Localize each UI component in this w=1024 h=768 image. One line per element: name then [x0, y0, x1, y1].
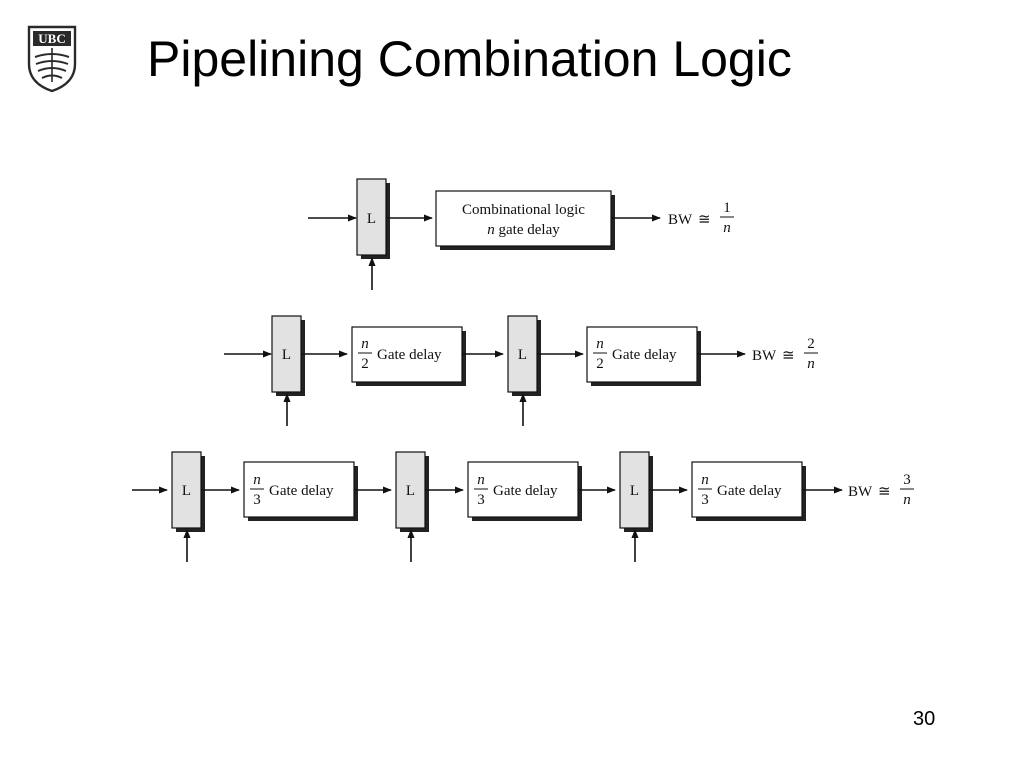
n-variable: n	[487, 222, 495, 238]
approx-symbol: ≅	[878, 484, 891, 500]
latch: L	[271, 315, 305, 396]
fraction-denominator: 2	[596, 356, 604, 372]
latch: L	[619, 451, 653, 532]
bw-numerator: 1	[723, 200, 731, 216]
pipeline-row-3: L n 3 Gate delay L n 3 Gate dela	[132, 451, 914, 562]
bw-denominator: n	[723, 220, 731, 236]
approx-symbol: ≅	[698, 212, 711, 228]
gate-delay-label: Gate delay	[717, 483, 782, 499]
fraction-numerator: n	[701, 472, 709, 488]
latch: L	[171, 451, 205, 532]
bw-numerator: 2	[807, 336, 815, 352]
latch-label: L	[182, 483, 191, 499]
gate-delay-block: n 2 Gate delay	[586, 326, 701, 386]
latch: L	[356, 178, 390, 259]
latch: L	[507, 315, 541, 396]
gate-delay-label: Gate delay	[612, 347, 677, 363]
fraction-denominator: 3	[701, 492, 709, 508]
logo-text: UBC	[38, 31, 65, 46]
fraction-numerator: n	[361, 336, 369, 352]
combinational-logic-block: Combinational logic n gate delay	[435, 190, 615, 250]
gate-delay-block: n 2 Gate delay	[351, 326, 466, 386]
latch: L	[395, 451, 429, 532]
slide-title: Pipelining Combination Logic	[147, 31, 792, 87]
page-number: 30	[913, 708, 936, 730]
bandwidth-expression: BW ≅ 1 n	[668, 200, 734, 236]
gate-delay-block: n 3 Gate delay	[691, 461, 806, 521]
fraction-denominator: 2	[361, 356, 369, 372]
bw-denominator: n	[903, 492, 911, 508]
fraction-numerator: n	[477, 472, 485, 488]
bandwidth-expression: BW ≅ 3 n	[848, 472, 914, 508]
gate-delay-text: gate delay	[495, 222, 560, 238]
block-label-line1: Combinational logic	[462, 202, 585, 218]
latch-label: L	[518, 347, 527, 363]
approx-symbol: ≅	[782, 348, 795, 364]
bw-label: BW	[668, 212, 693, 228]
fraction-numerator: n	[596, 336, 604, 352]
latch-label: L	[282, 347, 291, 363]
pipeline-row-2: L n 2 Gate delay L n 2 Gate dela	[224, 315, 818, 426]
gate-delay-block: n 3 Gate delay	[467, 461, 582, 521]
bw-label: BW	[848, 484, 873, 500]
bw-numerator: 3	[903, 472, 911, 488]
block-label-line2: n gate delay	[487, 222, 560, 238]
gate-delay-label: Gate delay	[269, 483, 334, 499]
gate-delay-label: Gate delay	[493, 483, 558, 499]
ubc-logo: UBC	[27, 25, 77, 92]
gate-delay-block: n 3 Gate delay	[243, 461, 358, 521]
latch-label: L	[630, 483, 639, 499]
bw-denominator: n	[807, 356, 815, 372]
latch-label: L	[367, 211, 376, 227]
fraction-denominator: 3	[477, 492, 485, 508]
fraction-numerator: n	[253, 472, 261, 488]
latch-label: L	[406, 483, 415, 499]
fraction-denominator: 3	[253, 492, 261, 508]
bandwidth-expression: BW ≅ 2 n	[752, 336, 818, 372]
pipeline-row-1: L Combinational logic n gate delay BW ≅ …	[308, 178, 734, 290]
bw-label: BW	[752, 348, 777, 364]
gate-delay-label: Gate delay	[377, 347, 442, 363]
